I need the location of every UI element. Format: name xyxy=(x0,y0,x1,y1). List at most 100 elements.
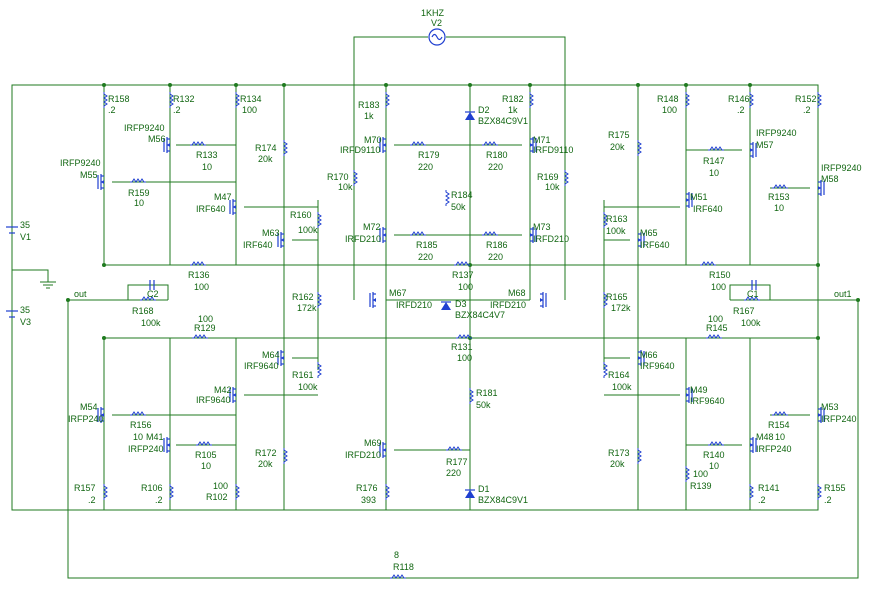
r179-val: 220 xyxy=(418,162,433,172)
r118-val: 8 xyxy=(394,550,399,560)
r162-val: 172k xyxy=(297,303,317,313)
r186-id: R186 xyxy=(486,240,508,250)
out1-node-label: out1 xyxy=(834,289,852,299)
r169-id: R169 xyxy=(537,172,559,182)
r106-id: R106 xyxy=(141,483,163,493)
r158-val: .2 xyxy=(108,105,116,115)
d3-id: D3 xyxy=(455,299,467,309)
r179-id: R179 xyxy=(418,150,440,160)
m56-id: M56 xyxy=(148,134,166,144)
resistor-r136 xyxy=(190,261,206,266)
m57-type: IRFP9240 xyxy=(756,128,797,138)
r105-val: 10 xyxy=(201,461,211,471)
ac-source-v2 xyxy=(428,28,446,46)
r105-id: R105 xyxy=(195,450,217,460)
r181-id: R181 xyxy=(476,388,498,398)
resistor-r137 xyxy=(454,261,470,266)
m57-id: M57 xyxy=(756,140,774,150)
r161-id: R161 xyxy=(292,370,314,380)
m49-type: IRF9640 xyxy=(690,396,725,406)
r170-id: R170 xyxy=(327,172,349,182)
dc-supply-v1 xyxy=(6,226,18,234)
r167-val: 100k xyxy=(741,318,761,328)
d2-type: BZX84C9V1 xyxy=(478,116,528,126)
transistor-m57 xyxy=(750,142,757,158)
r155-id: R155 xyxy=(824,483,846,493)
r147-val: 10 xyxy=(709,168,719,178)
transistor-m48 xyxy=(750,437,757,453)
m41-type: IRFP240 xyxy=(128,444,164,454)
m42-id: M42 xyxy=(214,385,232,395)
r180-val: 220 xyxy=(488,162,503,172)
m67-id: M67 xyxy=(389,288,407,298)
r185-val: 220 xyxy=(418,252,433,262)
r129-val: 100 xyxy=(198,314,213,324)
r137-val: 100 xyxy=(458,282,473,292)
v3-name-label: V3 xyxy=(20,317,31,327)
r183-val: 1k xyxy=(364,111,374,121)
d2-id: D2 xyxy=(478,105,490,115)
transistor-m53 xyxy=(818,407,825,423)
m73-type: IRFD210 xyxy=(533,234,569,244)
m70-type: IRFD9110 xyxy=(340,145,380,155)
resistor-r141 xyxy=(749,484,754,500)
resistor-r164 xyxy=(603,362,608,378)
resistor-r182 xyxy=(529,92,534,108)
transistor-m58 xyxy=(818,180,825,196)
labels: 1KHZ V2 35 V1 35 V3 out out1 R158 .2 R13… xyxy=(20,8,862,572)
resistor-r145 xyxy=(706,334,722,339)
resistor-r105 xyxy=(196,441,212,446)
resistor-r148 xyxy=(685,92,690,108)
r173-id: R173 xyxy=(608,448,630,458)
diodes xyxy=(441,111,475,498)
resistors xyxy=(103,92,822,579)
m63-id: M63 xyxy=(262,228,280,238)
resistor-r153 xyxy=(772,184,788,189)
r153-val: 10 xyxy=(774,203,784,213)
resistor-r152 xyxy=(817,92,822,108)
m69-id: M69 xyxy=(364,438,382,448)
r175-id: R175 xyxy=(608,130,630,140)
r172-val: 20k xyxy=(258,459,273,469)
transistor-m69 xyxy=(379,442,386,458)
transistor-m63 xyxy=(277,232,284,248)
r184-id: R184 xyxy=(451,190,473,200)
m66-id: M66 xyxy=(640,350,658,360)
r145-val: 100 xyxy=(708,314,723,324)
resistor-r163 xyxy=(603,212,608,228)
r140-id: R140 xyxy=(703,450,725,460)
resistor-r177 xyxy=(446,446,462,451)
r183-id: R183 xyxy=(358,100,380,110)
transistor-m55 xyxy=(97,174,104,190)
r134-id: R134 xyxy=(240,94,262,104)
r134-val: 100 xyxy=(242,105,257,115)
resistor-r158 xyxy=(103,92,108,108)
resistor-r134 xyxy=(235,92,240,108)
d1-type: BZX84C9V1 xyxy=(478,495,528,505)
r180-id: R180 xyxy=(486,150,508,160)
r150-id: R150 xyxy=(709,270,731,280)
m65-type: IRF640 xyxy=(640,240,670,250)
resistor-r159 xyxy=(130,178,146,183)
resistor-r170 xyxy=(353,170,358,186)
transistors xyxy=(97,137,825,458)
r118-id: R118 xyxy=(393,562,414,572)
v2-name-label: V2 xyxy=(431,18,442,28)
r150-val: 100 xyxy=(711,282,726,292)
m51-type: IRF640 xyxy=(693,204,723,214)
r177-val: 220 xyxy=(446,468,461,478)
r131-id: R131 xyxy=(451,342,473,352)
resistor-r133 xyxy=(190,141,206,146)
m65-id: M65 xyxy=(640,228,658,238)
r154-val: 10 xyxy=(775,432,785,442)
r174-val: 20k xyxy=(258,154,273,164)
r176-id: R176 xyxy=(356,483,378,493)
r131-val: 100 xyxy=(457,353,472,363)
resistor-r150 xyxy=(700,261,716,266)
r148-id: R148 xyxy=(657,94,679,104)
transistor-m68 xyxy=(540,292,547,308)
transistor-m47 xyxy=(229,199,236,215)
v1-name-label: V1 xyxy=(20,232,31,242)
r152-val: .2 xyxy=(803,105,811,115)
r169-val: 10k xyxy=(545,182,560,192)
